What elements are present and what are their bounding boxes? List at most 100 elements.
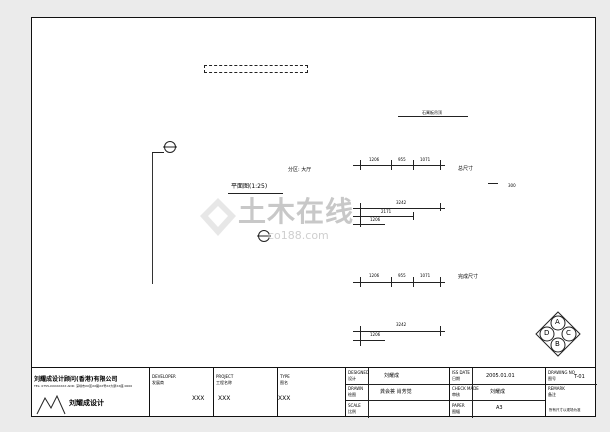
type-en: TYPE [280, 374, 290, 379]
tb-rule [546, 384, 597, 385]
company-name: 刘耀成设计顾问(香港)有限公司 [34, 376, 118, 383]
dim-tick [440, 277, 441, 287]
dim-value: 3242 [396, 200, 407, 205]
ceiling-note: 石膏板吊顶 [422, 110, 442, 115]
dim-tick [360, 277, 361, 287]
issue-date-en: ISS DATE [452, 370, 470, 375]
project-en: PROJECT [216, 374, 234, 379]
tb-drawing-no-cell: DRAWING NO 图号 T-01 REMARK 备注 所有尺寸以现场为准 [545, 368, 597, 417]
dim-value: 955 [398, 273, 406, 278]
tb-rule [346, 384, 450, 385]
project-cn: 工程名称 [216, 380, 232, 385]
title-block: 刘耀成设计顾问(香港)有限公司 TEL: 0755-XXXXXXXX ADD: … [31, 367, 597, 418]
issue-date-cn: 日期 [452, 376, 460, 381]
elevation-marker-icon [257, 230, 271, 242]
company-logo-icon [36, 394, 143, 415]
dim-tick [440, 160, 441, 170]
check-cn: 审核 [452, 392, 460, 397]
tb-date-cell: ISS DATE 日期 2005.01.01 CHECK MADE 审核 刘耀成… [449, 368, 546, 418]
dim-tick [391, 160, 392, 170]
tb-rule [368, 368, 369, 418]
dim-line-2b [353, 216, 413, 217]
tb-rule [450, 384, 546, 385]
paper-cn: 图幅 [452, 409, 460, 414]
plan-label: 平面图(1:25) [231, 183, 268, 190]
drawn-cn: 绘图 [348, 392, 356, 397]
dim-value: 1206 [369, 273, 380, 278]
dim-value: 1206 [370, 217, 381, 222]
tb-rule [450, 400, 546, 401]
check-value: 刘耀成 [490, 389, 506, 395]
designed-value: 刘耀成 [384, 373, 400, 379]
type-cn: 图名 [280, 380, 288, 385]
dim-value: 1206 [370, 332, 381, 337]
dim-tick [391, 277, 392, 287]
drawn-value: 龚会荟 肖芳觉 [380, 389, 412, 395]
scale-en: SCALE [348, 403, 361, 408]
check-en: CHECK MADE [452, 386, 479, 391]
dim-tick [413, 160, 414, 170]
watermark-brand: 土木在线 [238, 195, 355, 228]
dim-value: 1206 [369, 157, 380, 162]
section-line [152, 152, 153, 284]
dim-tick [360, 326, 361, 346]
compass-letter-d: D [544, 329, 550, 337]
developer-cn: 发展商 [152, 380, 164, 385]
overall-dims-label: 总尺寸 [458, 166, 474, 172]
dim-value: 3242 [396, 322, 407, 327]
designed-en: DESIGNED [348, 370, 370, 375]
dim-line-3 [353, 282, 445, 283]
designed-cn: 设计 [348, 376, 356, 381]
dim-tick [360, 203, 361, 227]
dim-tick [440, 203, 441, 211]
developer-value: XXX [192, 395, 205, 402]
drawn-en: DRAWN [348, 386, 364, 391]
watermark-logo-icon [200, 198, 236, 236]
developer-en: DEVELOPER [152, 374, 176, 379]
dim-tick [440, 326, 441, 336]
dim-line-1 [353, 165, 445, 166]
remark-en: REMARK [548, 386, 565, 391]
remark-cn: 备注 [548, 392, 556, 397]
tb-developer-cell: DEVELOPER 发展商 XXX [149, 368, 213, 417]
dim-line-4 [353, 331, 445, 332]
company-contact: TEL: 0755-XXXXXXXX ADD: 深圳市XX区XX路XX号XX大厦… [34, 384, 133, 388]
compass-icon [535, 311, 581, 357]
drawing-frame [31, 17, 596, 417]
type-value: XXX [278, 395, 291, 402]
dim-value: 2171 [381, 209, 392, 214]
dim-value: 955 [398, 157, 406, 162]
watermark-site: co188.com [268, 229, 329, 242]
dim-value: 1071 [420, 273, 431, 278]
compass-letter-b: B [555, 340, 560, 348]
dim-tick [413, 212, 414, 220]
drawing-no-en: DRAWING NO [548, 370, 575, 375]
dashed-outline [204, 65, 308, 73]
dim-line-2c [353, 224, 385, 225]
drawing-no-value: T-01 [574, 374, 585, 380]
project-value: XXX [218, 395, 231, 402]
opening-dims-label: 完成尺寸 [458, 274, 479, 280]
tb-project-cell: PROJECT 工程名称 XXX [213, 368, 277, 417]
ceiling-note-underline [398, 116, 468, 117]
tb-rule [346, 400, 450, 401]
scale-mark: 300 [508, 183, 516, 188]
compass-letter-c: C [566, 329, 571, 337]
tb-company-cell: 刘耀成设计顾问(香港)有限公司 TEL: 0755-XXXXXXXX ADD: … [31, 368, 149, 417]
dim-tick [413, 277, 414, 287]
tb-rule [472, 368, 473, 418]
drawing-no-cn: 图号 [548, 376, 556, 381]
tb-design-cell: DESIGNED 设计 刘耀成 DRAWN 绘图 龚会荟 肖芳觉 SCALE 比… [345, 368, 450, 418]
remark-value: 所有尺寸以现场为准 [549, 408, 581, 412]
scale-leader [488, 183, 498, 184]
paper-value: A3 [496, 405, 503, 411]
compass-letter-a: A [555, 318, 560, 326]
dim-line-2 [353, 208, 445, 209]
plan-label-underline [228, 193, 283, 194]
section-tick-top [152, 152, 164, 153]
scale-cn: 比例 [348, 409, 356, 414]
paper-en: PAPER [452, 403, 465, 408]
tb-type-cell: TYPE 图名 XXX [277, 368, 345, 417]
dim-line-4b [353, 340, 385, 341]
